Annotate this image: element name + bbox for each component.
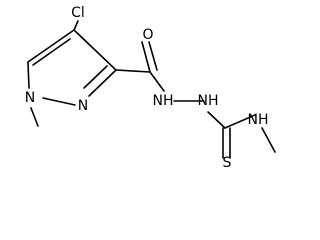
hydrazide-nh-label: NH bbox=[153, 93, 174, 109]
sulfur-label: S bbox=[223, 155, 232, 171]
bond-ring-c5-n1 bbox=[27, 61, 30, 89]
carbonyl-oxygen-label: O bbox=[142, 27, 153, 43]
bond-carbonyl-nh bbox=[149, 71, 165, 92]
ring-nitrogen-label: N bbox=[78, 98, 88, 114]
bond-ring-c4-c5 bbox=[27, 29, 75, 63]
bond-carbonyl-oxygen bbox=[141, 41, 151, 73]
bond-nh-methyl bbox=[261, 127, 276, 153]
molecule-structure: Cl O N N NH NH NH S bbox=[25, 5, 276, 171]
bond-ring-c3-c4 bbox=[73, 29, 117, 71]
bond-carbonyl-oxygen-double bbox=[148, 41, 158, 71]
bond-ring-n2-c3 bbox=[88, 69, 117, 97]
bond-ring-n2-c3-double bbox=[83, 65, 108, 89]
bond-c4-chlorine bbox=[73, 20, 79, 31]
bond-thiocarbonyl-nh bbox=[224, 114, 256, 129]
chlorine-label: Cl bbox=[71, 5, 85, 21]
bond-nh-thiocarbonyl bbox=[207, 111, 226, 129]
bond-ring-c4-c5-double bbox=[32, 38, 71, 66]
bond-c3-carbonyl bbox=[115, 69, 151, 73]
hydrazine-nh-label: NH bbox=[198, 93, 219, 109]
thioamide-nh-label: NH bbox=[248, 112, 269, 128]
bond-n1-methyl bbox=[30, 107, 39, 127]
bond-ring-n1-n2 bbox=[42, 97, 76, 106]
ring-nitrogen-methylated-label: N bbox=[25, 90, 35, 106]
